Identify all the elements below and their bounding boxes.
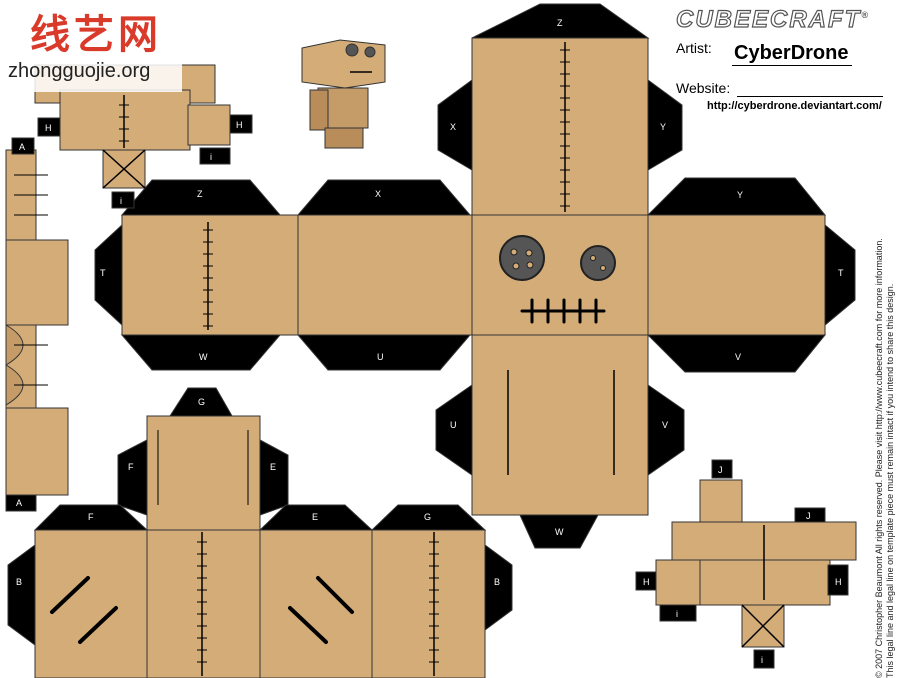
svg-text:Y: Y bbox=[737, 190, 743, 200]
body-net bbox=[7, 387, 513, 678]
head-front-face bbox=[471, 214, 649, 336]
svg-text:E: E bbox=[270, 462, 276, 472]
svg-text:H: H bbox=[835, 577, 842, 587]
watermark-url: zhongguojie.org bbox=[8, 60, 151, 82]
tab-u-side bbox=[435, 384, 473, 476]
svg-text:V: V bbox=[662, 420, 668, 430]
website-url: http://cyberdrone.deviantart.com/ bbox=[707, 100, 882, 112]
svg-text:Z: Z bbox=[197, 189, 203, 199]
svg-text:F: F bbox=[128, 462, 134, 472]
tab-x bbox=[296, 179, 472, 216]
website-label: Website: bbox=[676, 80, 731, 96]
tab-e-side bbox=[259, 439, 289, 516]
tab-labels: Z Z X Y T T W U V X Y U V W G F E F E G B B H H i i A A J… bbox=[16, 18, 844, 665]
svg-text:Y: Y bbox=[660, 122, 666, 132]
legal-line-2: This legal line and legal line on templa… bbox=[885, 283, 895, 678]
svg-text:B: B bbox=[494, 577, 500, 587]
svg-text:T: T bbox=[838, 268, 844, 278]
svg-text:H: H bbox=[236, 120, 243, 130]
svg-text:J: J bbox=[806, 511, 811, 521]
svg-text:U: U bbox=[377, 352, 384, 362]
legal-line-1: © 2007 Christopher Beaumont All rights r… bbox=[874, 238, 884, 678]
svg-text:B: B bbox=[16, 577, 22, 587]
svg-text:F: F bbox=[88, 512, 94, 522]
tab-b-left bbox=[7, 544, 36, 646]
head-right-face bbox=[647, 214, 826, 336]
stitched-mouth bbox=[520, 298, 606, 324]
svg-text:X: X bbox=[375, 189, 381, 199]
svg-text:i: i bbox=[210, 152, 212, 162]
svg-text:A: A bbox=[16, 498, 22, 508]
tab-b-right bbox=[484, 544, 513, 631]
svg-text:G: G bbox=[198, 397, 205, 407]
tab-v-side bbox=[647, 384, 685, 476]
svg-text:T: T bbox=[100, 268, 106, 278]
watermark-title: 线艺网 bbox=[30, 11, 162, 58]
svg-text:H: H bbox=[45, 123, 52, 133]
svg-text:i: i bbox=[120, 196, 122, 206]
svg-text:W: W bbox=[199, 352, 208, 362]
legal-notice: © 2007 Christopher Beaumont All rights r… bbox=[874, 238, 896, 678]
head-top-face bbox=[471, 37, 649, 216]
tab-u-mid bbox=[296, 334, 472, 371]
svg-text:E: E bbox=[312, 512, 318, 522]
head-left-face bbox=[121, 214, 299, 336]
watermark: 线艺网 zhongguojie.org bbox=[0, 0, 182, 92]
svg-text:J: J bbox=[718, 465, 723, 475]
left-button-eye bbox=[499, 235, 545, 281]
side-strip bbox=[5, 137, 69, 512]
arm-net bbox=[635, 459, 857, 669]
svg-text:W: W bbox=[555, 527, 564, 537]
artist-name: CyberDrone bbox=[732, 42, 853, 66]
svg-text:Z: Z bbox=[557, 18, 563, 28]
svg-text:V: V bbox=[735, 352, 741, 362]
svg-text:i: i bbox=[761, 655, 763, 665]
right-button-eye bbox=[580, 245, 616, 281]
cubeecraft-logo: CUBEECRAFT® bbox=[675, 5, 870, 33]
assembled-figure-icon bbox=[301, 39, 386, 149]
svg-text:G: G bbox=[424, 512, 431, 522]
svg-text:H: H bbox=[643, 577, 650, 587]
artist-label: Artist: bbox=[676, 40, 712, 56]
svg-text:X: X bbox=[450, 122, 456, 132]
website-line bbox=[737, 96, 883, 97]
head-net bbox=[94, 3, 856, 549]
tab-f-side bbox=[117, 439, 148, 516]
svg-text:i: i bbox=[676, 609, 678, 619]
head-bottom-face bbox=[471, 334, 649, 516]
svg-text:U: U bbox=[450, 420, 457, 430]
svg-text:A: A bbox=[19, 142, 25, 152]
head-back-face bbox=[297, 214, 473, 336]
